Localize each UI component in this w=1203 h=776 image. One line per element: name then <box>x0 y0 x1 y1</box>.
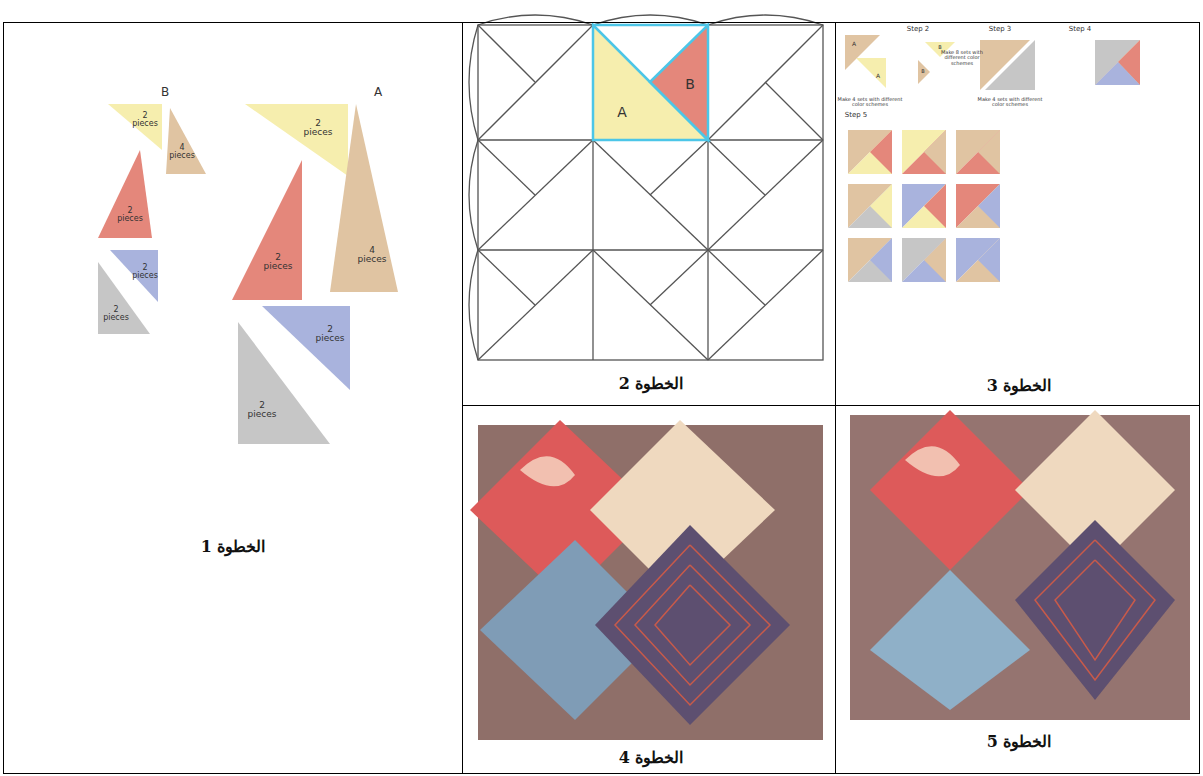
step-caption: الخطوة 1 <box>197 537 270 556</box>
quilt-triangle <box>924 238 946 282</box>
quilt-triangle <box>956 238 1000 282</box>
quilt-triangle <box>902 184 946 228</box>
step-caption: الخطوة 4 <box>615 748 688 767</box>
quilt-triangle <box>902 184 946 228</box>
step-caption: الخطوة 2 <box>615 374 688 393</box>
step-panel: الخطوة 3 <box>835 22 1200 406</box>
quilt-triangle <box>956 238 1000 282</box>
piece-count: 2 pieces <box>245 401 279 420</box>
quilt-triangle <box>978 130 1000 174</box>
highlighted-pieces <box>593 25 708 140</box>
quilt-triangle <box>924 184 946 228</box>
assembly-steps <box>845 35 1140 90</box>
quilt-triangle <box>848 238 892 282</box>
quilt-triangle <box>924 130 946 174</box>
group-letter: A <box>374 86 382 99</box>
quilt-triangle <box>848 184 892 228</box>
piece-letter: A <box>876 73 880 79</box>
quilt-triangle <box>870 130 892 174</box>
quilt-triangle <box>978 184 1000 228</box>
quilt-triangle <box>902 238 946 282</box>
fabric-pieces <box>98 104 398 444</box>
piece-letter: B <box>921 69 924 74</box>
piece-count: 2 pieces <box>130 264 160 281</box>
piece-count: 2 pieces <box>101 306 131 323</box>
step-note: Make 4 sets with different color schemes <box>975 97 1045 108</box>
step-caption: الخطوة 3 <box>983 376 1056 395</box>
step-panel: الخطوة 2 <box>462 22 836 406</box>
piece-count: 2 pieces <box>115 207 145 224</box>
quilt-block-diagram <box>848 130 1000 282</box>
piece-count: 4 pieces <box>355 246 389 265</box>
step-panel: الخطوة 5 <box>835 405 1200 774</box>
group-letter: B <box>161 86 169 99</box>
fabric-photo <box>850 410 1190 720</box>
quilt-triangle <box>956 130 1000 174</box>
piece-letter: A <box>617 105 627 120</box>
step-heading: Step 4 <box>1069 26 1092 33</box>
quilt-triangle <box>848 238 892 282</box>
step-heading: Step 2 <box>907 26 930 33</box>
step-note: Make 4 sets with different color schemes <box>835 97 905 108</box>
quilt-triangle <box>870 184 892 228</box>
quilt-triangle <box>978 238 1000 282</box>
step-heading: Step 5 <box>845 112 868 119</box>
quilt-triangle <box>902 130 946 174</box>
quilt-triangle <box>902 130 946 174</box>
piece-count: 2 pieces <box>313 325 347 344</box>
step-panel: الخطوة 4 <box>462 405 836 774</box>
step-caption: الخطوة 5 <box>983 732 1056 751</box>
step-note: Make 8 sets with different color schemes <box>935 50 990 66</box>
quilt-triangle <box>848 130 892 174</box>
step-heading: Step 3 <box>989 26 1012 33</box>
piece-letter: A <box>852 41 856 47</box>
piece-count: 2 pieces <box>130 112 160 129</box>
fabric-photo <box>470 420 823 740</box>
quilt-triangle <box>848 184 892 228</box>
quilt-triangle <box>956 130 1000 174</box>
piece-count: 4 pieces <box>167 144 197 161</box>
cutting-grid <box>469 15 823 360</box>
quilt-triangle <box>870 238 892 282</box>
quilt-triangle <box>956 184 1000 228</box>
quilt-triangle <box>902 238 946 282</box>
quilt-triangle <box>956 184 1000 228</box>
piece-letter: B <box>685 77 695 92</box>
quilt-triangle <box>848 130 892 174</box>
piece-count: 2 pieces <box>301 119 335 138</box>
step-panel: الخطوة 1 <box>3 22 463 774</box>
piece-count: 2 pieces <box>261 253 295 272</box>
